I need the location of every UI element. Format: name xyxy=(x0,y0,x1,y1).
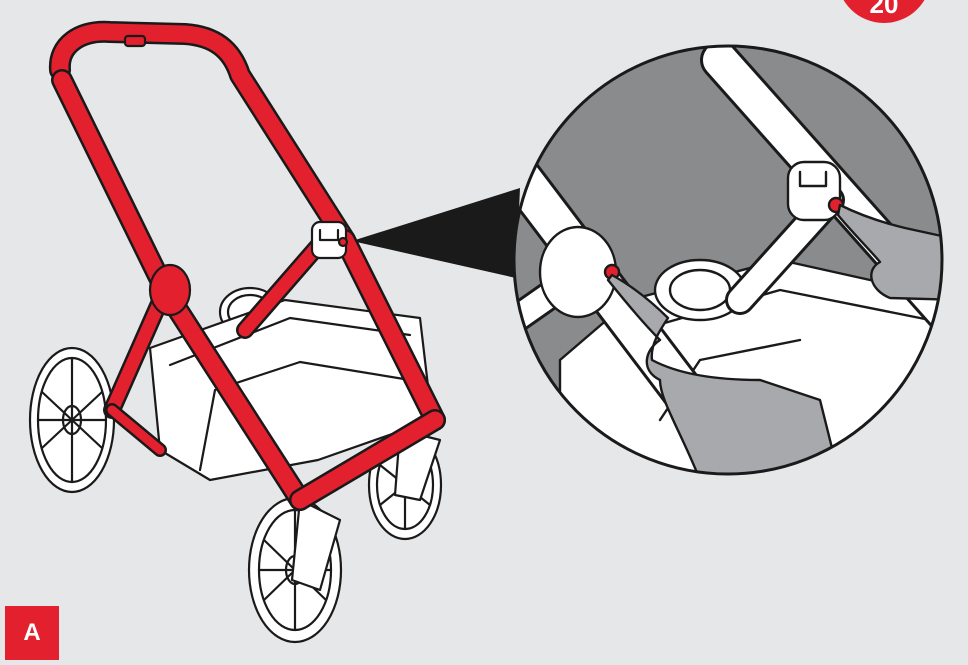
step-number: 20 xyxy=(870,0,899,17)
zoom-detail xyxy=(500,40,960,480)
hinge-joint xyxy=(150,265,190,315)
callout-beam xyxy=(352,188,520,278)
panel-label: A xyxy=(5,606,59,660)
panel-label-text: A xyxy=(23,619,40,647)
release-button-icon xyxy=(312,222,347,258)
rear-left-wheel xyxy=(30,348,114,492)
stroller-chassis-icon xyxy=(30,32,441,642)
handlebar xyxy=(60,32,345,240)
